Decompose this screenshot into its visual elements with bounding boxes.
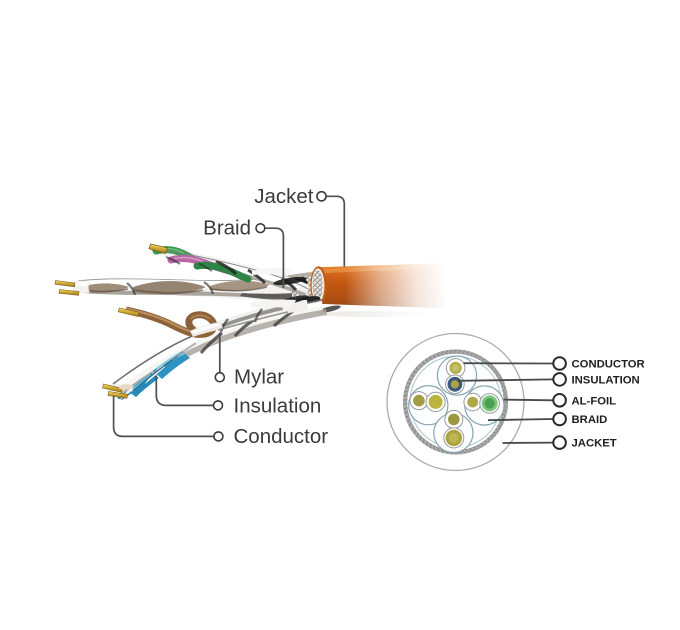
svg-text:Insulation: Insulation: [234, 394, 322, 417]
svg-text:Mylar: Mylar: [234, 366, 284, 389]
svg-text:CONDUCTOR: CONDUCTOR: [572, 359, 645, 371]
svg-text:BRAID: BRAID: [572, 414, 608, 426]
svg-text:Conductor: Conductor: [234, 425, 329, 448]
svg-text:AL-FOIL: AL-FOIL: [572, 395, 617, 407]
svg-text:Jacket: Jacket: [254, 185, 314, 208]
svg-text:INSULATION: INSULATION: [572, 374, 640, 386]
svg-text:JACKET: JACKET: [572, 438, 617, 450]
svg-text:Braid: Braid: [203, 217, 251, 240]
